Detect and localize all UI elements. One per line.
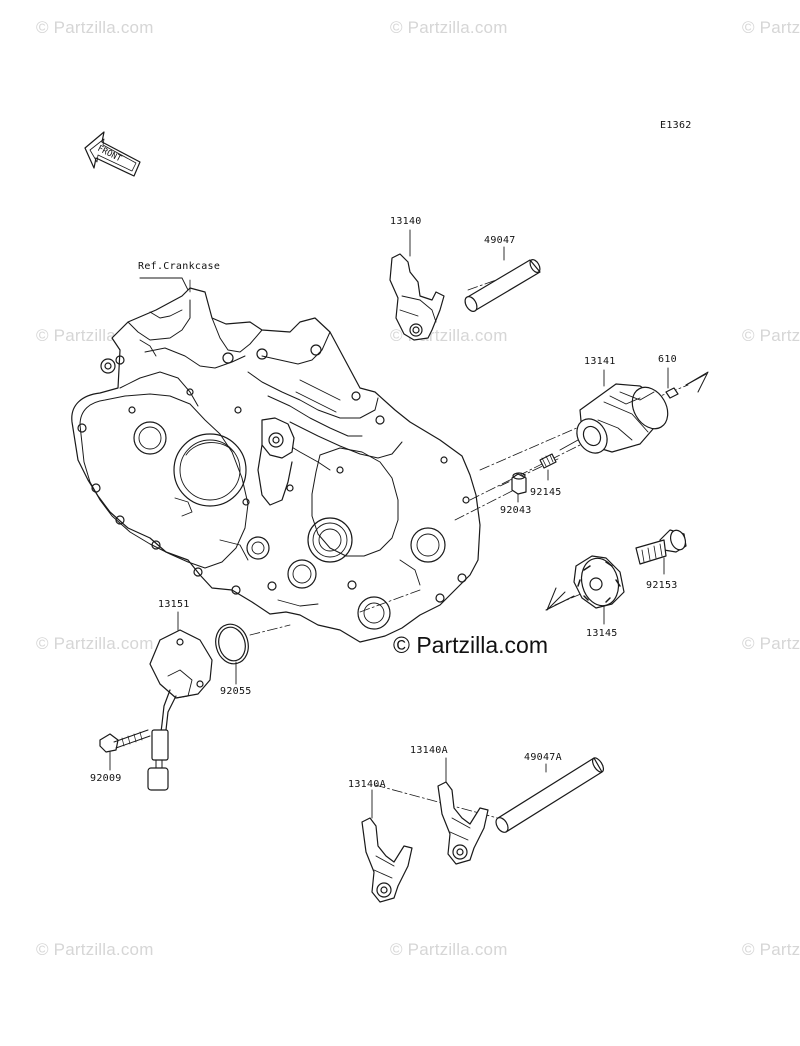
leader-lines [109,229,669,819]
watermark: © Partzilla.com [742,634,800,653]
shift-drum-13141 [559,383,669,454]
shift-fork-13140A-right [437,781,489,865]
crankcase-drawing [71,277,481,643]
watermark: © Partzilla.com [36,634,154,653]
part-label-13140A-left[interactable]: 13140A [348,779,386,790]
front-arrow-icon: FRONT [84,131,141,177]
pin-610 [665,387,679,399]
part-label-92009[interactable]: 92009 [90,773,122,784]
pin-92043 [511,472,527,495]
part-label-49047[interactable]: 49047 [484,235,516,246]
part-label-92145[interactable]: 92145 [530,487,562,498]
part-label-92055[interactable]: 92055 [220,686,252,697]
part-label-13151[interactable]: 13151 [158,599,190,610]
screw-92009 [99,729,151,753]
watermark: © Partzilla.com [36,18,154,37]
part-label-13140A-right[interactable]: 13140A [410,745,448,756]
shift-fork-13140 [389,253,445,341]
part-label-49047A[interactable]: 49047A [524,752,562,763]
o-ring-92055 [215,623,249,665]
spring-92145 [539,453,557,469]
part-label-610[interactable]: 610 [658,354,677,365]
part-label-13140[interactable]: 13140 [390,216,422,227]
diagram-code: E1362 [660,120,692,131]
bolt-92153 [635,529,687,565]
part-label-13145[interactable]: 13145 [586,628,618,639]
shaft-49047 [464,259,541,312]
brand-label: © Partzilla.com [393,632,548,658]
watermark: © Partzilla.com [742,18,800,37]
watermark: © Partzilla.com [390,18,508,37]
part-label-13141[interactable]: 13141 [584,356,616,367]
watermark: © Partzilla.com [742,940,800,959]
part-label-92153[interactable]: 92153 [646,580,678,591]
shaft-49047A [495,757,605,833]
part-label-92043[interactable]: 92043 [500,505,532,516]
shift-fork-13140A-left [361,817,413,903]
drum-cam-13145 [573,555,625,609]
watermark: © Partzilla.com [36,940,154,959]
watermark: © Partzilla.com [390,940,508,959]
sensor-plate-13151 [147,629,213,791]
watermark: © Partzilla.com [742,326,800,345]
ref-crankcase-label: Ref.Crankcase [138,261,221,272]
